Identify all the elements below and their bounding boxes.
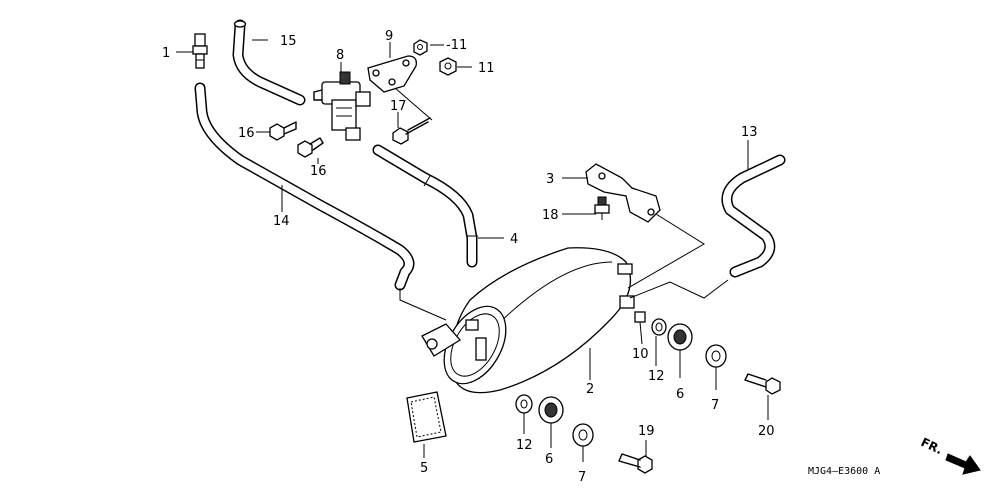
callout-17: 17 <box>390 99 407 114</box>
callout-16a: 16 <box>238 126 255 141</box>
bolt-19 <box>618 440 653 474</box>
nut-11-upper <box>413 39 428 56</box>
hose-15 <box>232 19 306 106</box>
callout-1: 1 <box>162 46 170 61</box>
callout-13: 13 <box>741 125 758 140</box>
bolt-18 <box>594 196 610 220</box>
callout-11a: -11 <box>446 38 467 53</box>
callout-7a: 7 <box>711 398 719 413</box>
callout-12b: 12 <box>516 438 533 453</box>
leader-lines <box>176 39 749 380</box>
drawing-code: MJG4—E3600 A <box>808 466 880 477</box>
callout-14: 14 <box>273 214 290 229</box>
pad-5 <box>406 391 447 458</box>
routing-lines <box>399 213 729 321</box>
bracket-9 <box>367 55 433 121</box>
bolt-16-lower <box>297 137 324 158</box>
collar-7-rear <box>705 344 727 390</box>
hose-13 <box>721 154 786 278</box>
callout-11b: 11 <box>478 61 495 76</box>
callout-9: 9 <box>385 29 393 44</box>
callout-6b: 6 <box>545 452 553 467</box>
callout-5: 5 <box>420 461 428 476</box>
washer-12-rear <box>651 318 667 336</box>
front-arrow-icon <box>945 453 981 475</box>
callout-7b: 7 <box>578 470 586 485</box>
bolt-17 <box>392 117 431 145</box>
callout-3: 3 <box>546 172 554 187</box>
callout-12a: 12 <box>648 369 665 384</box>
hose-14 <box>194 82 415 291</box>
callout-2: 2 <box>586 382 594 397</box>
callout-numbers: 1 15 8 9 -11 11 17 16 16 14 13 3 18 4 2 … <box>162 29 775 485</box>
callout-16b: 16 <box>310 164 327 179</box>
evap-canister-2 <box>421 247 635 394</box>
bracket-3 <box>585 163 661 223</box>
callout-6a: 6 <box>676 387 684 402</box>
washer-12-front <box>515 394 533 434</box>
callout-15: 15 <box>280 34 297 49</box>
callout-10: 10 <box>632 347 649 362</box>
callout-19: 19 <box>638 424 655 439</box>
callout-18: 18 <box>542 208 559 223</box>
solenoid-valve-8 <box>313 71 371 141</box>
hose-4 <box>372 144 478 268</box>
direction-label: FR. <box>919 435 945 457</box>
bolt-20 <box>744 373 781 420</box>
front-direction-indicator: FR. <box>919 435 981 475</box>
collar-7-front <box>572 423 594 462</box>
grommet-6-rear <box>667 323 693 378</box>
collar-10 <box>634 311 646 345</box>
nut-11-lower <box>439 57 457 76</box>
callout-8: 8 <box>336 48 344 63</box>
callout-4: 4 <box>510 232 518 247</box>
fitting-1 <box>192 33 208 69</box>
grommet-6-front <box>538 396 564 448</box>
bolt-16-upper <box>269 121 297 141</box>
callout-20: 20 <box>758 424 775 439</box>
